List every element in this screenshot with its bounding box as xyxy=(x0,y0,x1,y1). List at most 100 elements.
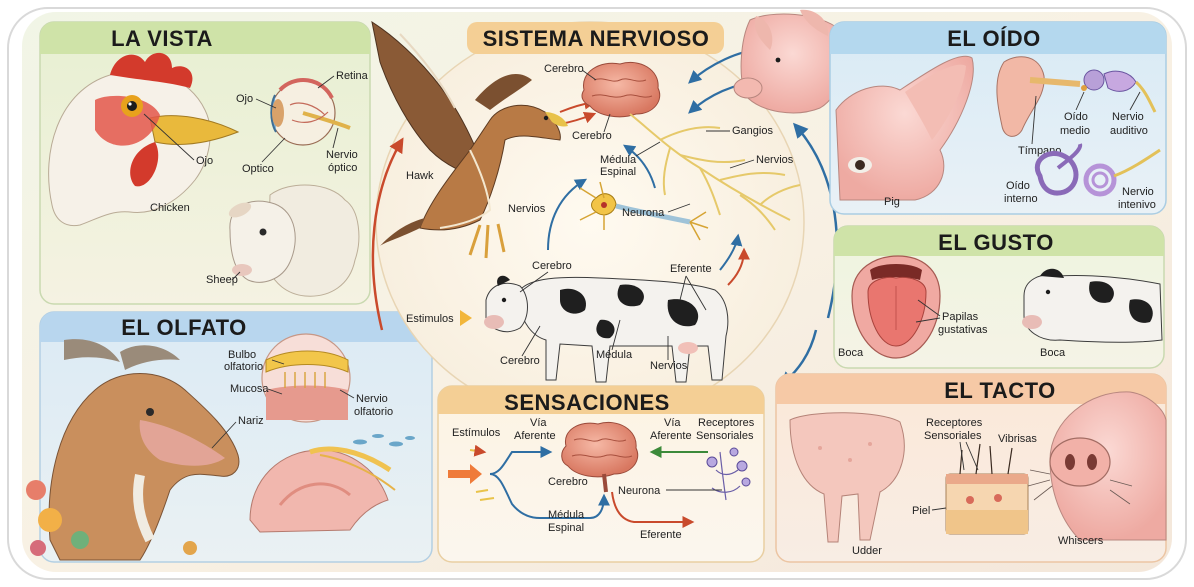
sens-label-neurona: Neurona xyxy=(618,485,661,497)
sistema-label-cerebro2: Cerebro xyxy=(572,130,612,142)
stimuli-arrows xyxy=(448,444,495,501)
sensaciones-title: SENSACIONES xyxy=(504,390,670,415)
oido-label-oido-int-b: interno xyxy=(1004,193,1038,205)
brain-illustration xyxy=(581,62,661,118)
inner-ear-diagram xyxy=(1035,143,1161,197)
gusto-label-boca-a: Boca xyxy=(838,347,864,359)
tacto-label-whiscers: Whiscers xyxy=(1058,535,1104,547)
vista-label-ojo: Ojo xyxy=(236,93,253,105)
nerve-tree xyxy=(629,113,801,231)
olfato-label-olfatorio2: olfatorio xyxy=(354,406,393,418)
sistema-title: SISTEMA NERVIOSO xyxy=(483,26,710,51)
cow-head-gusto xyxy=(1022,268,1163,343)
sistema-label-cerebro-cow: Cerebro xyxy=(532,260,572,272)
sistema-label-espinal: Espinal xyxy=(600,166,636,178)
ear-anatomy-diagram xyxy=(996,56,1157,137)
vista-label-nervio: Nervio xyxy=(326,149,358,161)
oido-label-nervio-int-a: Nervio xyxy=(1122,186,1154,198)
tacto-label-receptores-a: Receptores xyxy=(926,417,983,429)
oido-label-nervio-aud-a: Nervio xyxy=(1112,111,1144,123)
sistema-label-hawk: Hawk xyxy=(406,170,434,182)
gusto-title: EL GUSTO xyxy=(938,230,1054,255)
panel-gusto: EL GUSTO Boca Papilas gustativas Boca xyxy=(833,225,1165,369)
mouth-tongue-illustration xyxy=(851,255,941,359)
pig-snout-illustration xyxy=(1027,391,1167,541)
sens-brain-illustration xyxy=(561,422,639,493)
sistema-label-estimulos: Estimulos xyxy=(406,313,454,325)
sens-label-medula-b: Espinal xyxy=(548,522,584,534)
oido-label-pig: Pig xyxy=(884,196,900,208)
oido-label-oido-medio-a: Oído xyxy=(1064,111,1088,123)
vista-label-optico2: óptico xyxy=(328,162,357,174)
tacto-label-vibrisas: Vibrisas xyxy=(998,433,1037,445)
sens-label-via-af-b: Aferente xyxy=(514,430,556,442)
vista-label-chicken: Chicken xyxy=(150,202,190,214)
panel-olfato: EL OLFATO Nariz Bulbo olfatorio Mucosa xyxy=(26,311,433,563)
gusto-label-boca-b: Boca xyxy=(1040,347,1066,359)
oido-label-nervio-aud-b: auditivo xyxy=(1110,125,1148,137)
sistema-label-nervios-left: Nervios xyxy=(508,203,546,215)
sistema-label-nervios-cow: Nervios xyxy=(650,360,688,372)
tacto-label-udder: Udder xyxy=(852,545,882,557)
oido-label-oido-medio-b: medio xyxy=(1060,125,1090,137)
sens-label-receptores-a: Receptores xyxy=(698,417,755,429)
hawk-illustration xyxy=(371,20,568,259)
sistema-label-medula: Médula xyxy=(600,154,637,166)
goat-illustration xyxy=(48,339,240,561)
tacto-title: EL TACTO xyxy=(944,378,1056,403)
sens-label-medula-a: Médula xyxy=(548,509,585,521)
vista-title: LA VISTA xyxy=(111,26,213,51)
tacto-label-receptores-b: Sensoriales xyxy=(924,430,982,442)
sens-label-via-af2-b: Aferente xyxy=(650,430,692,442)
oido-title: EL OÍDO xyxy=(947,26,1041,51)
neuron-illustration xyxy=(579,181,709,241)
panel-oido: EL OÍDO Pig Tímpano Oído medio Nervio au… xyxy=(829,21,1167,215)
sens-label-via-af-a: Vía xyxy=(530,417,547,429)
pig-head-top xyxy=(733,9,845,114)
sistema-label-gangios: Gangios xyxy=(732,125,773,137)
vista-label-ojo-chicken: Ojo xyxy=(196,155,213,167)
fish-decor xyxy=(353,434,415,447)
olfato-label-olfatorio: olfatorio xyxy=(224,361,263,373)
sheep-illustration xyxy=(228,184,360,297)
vista-label-optico: Optico xyxy=(242,163,274,175)
receptor-cells xyxy=(706,447,751,501)
sens-label-via-af2-a: Vía xyxy=(664,417,681,429)
panel-tacto: EL TACTO Udder Receptores Sensoriales Vi… xyxy=(775,373,1167,563)
sens-label-eferente: Eferente xyxy=(640,529,682,541)
olfato-label-bulbo: Bulbo xyxy=(228,349,256,361)
sistema-label-cerebro-top: Cerebro xyxy=(544,63,584,75)
estimulos-arrow xyxy=(460,310,472,326)
oido-label-oido-int-a: Oído xyxy=(1006,180,1030,192)
coral-decor xyxy=(26,480,197,556)
oido-label-nervio-int-b: intenivo xyxy=(1118,199,1156,211)
eye-diagram xyxy=(270,78,351,146)
sistema-label-eferente: Eferente xyxy=(670,263,712,275)
olfato-label-nervio: Nervio xyxy=(356,393,388,405)
olfato-label-mucosa: Mucosa xyxy=(230,383,269,395)
vista-label-sheep: Sheep xyxy=(206,274,238,286)
sistema-label-neurona: Neurona xyxy=(622,207,665,219)
panel-vista: LA VISTA Ojo Chicken Retina Ojo xyxy=(39,21,371,305)
olfato-label-nariz: Nariz xyxy=(238,415,264,427)
tacto-label-piel: Piel xyxy=(912,505,930,517)
chicken-illustration xyxy=(48,52,240,227)
sistema-label-cerebro-cow2: Cerebro xyxy=(500,355,540,367)
sistema-label-nervios-right: Nervios xyxy=(756,154,794,166)
olfactory-bulb-diagram xyxy=(261,333,351,423)
olfato-title: EL OLFATO xyxy=(121,315,247,340)
arrow-left-red xyxy=(371,137,404,331)
pig-ear-illustration xyxy=(835,55,974,201)
sens-label-estimulos: Estímulos xyxy=(452,427,501,439)
nasal-cavity-diagram xyxy=(249,446,396,533)
skin-cross-section xyxy=(945,443,1029,535)
sistema-label-medula-cow: Médula xyxy=(596,349,633,361)
gusto-label-papilas-a: Papilas xyxy=(942,311,979,323)
sens-label-cerebro: Cerebro xyxy=(548,476,588,488)
sens-label-receptores-b: Sensoriales xyxy=(696,430,754,442)
panel-sistema-nervioso: SISTEMA NERVIOSO Hawk Nervios xyxy=(371,9,845,423)
panel-sensaciones: SENSACIONES Estímulos Vía Aferente Cereb… xyxy=(437,385,765,563)
cow-illustration xyxy=(484,275,729,383)
vista-label-retina: Retina xyxy=(336,70,369,82)
